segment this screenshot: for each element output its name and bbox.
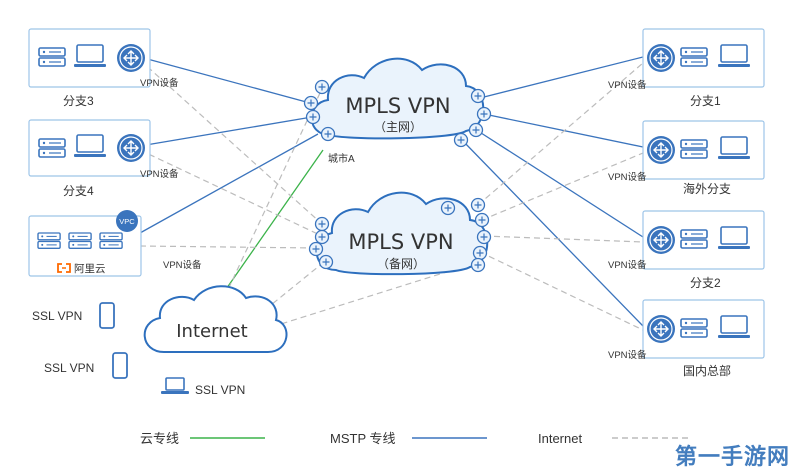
- ssl-client: SSL VPN: [44, 352, 128, 379]
- site-name: 分支3: [63, 94, 94, 108]
- phone-icon: [112, 352, 128, 379]
- router-icon: [646, 314, 676, 344]
- site-name: 分支1: [690, 94, 721, 108]
- site-aliyun: VPC 阿里云 VPN设备: [28, 210, 202, 277]
- site-name: 海外分支: [683, 181, 731, 196]
- cloud-title: MPLS VPN: [348, 230, 453, 254]
- node-icon: [314, 216, 330, 232]
- node-icon: [314, 229, 330, 245]
- cloud-line: [214, 149, 324, 306]
- mstp-line: [139, 133, 319, 234]
- device-label: VPN设备: [163, 259, 202, 271]
- vpc-badge: VPC: [119, 217, 135, 226]
- ssl-label: SSL VPN: [32, 309, 82, 323]
- router-icon: [646, 43, 676, 73]
- vpc-badge-icon: [116, 210, 138, 232]
- ssl-label: SSL VPN: [44, 361, 94, 375]
- legend-label-cloud-line: 云专线: [140, 431, 179, 446]
- router-icon: [646, 225, 676, 255]
- ssl-client: SSL VPN: [161, 377, 245, 397]
- device-label: VPN设备: [608, 171, 647, 183]
- site-overseas: 海外分支 VPN设备: [608, 120, 765, 196]
- node-icon: [440, 200, 456, 216]
- mstp-line: [139, 116, 313, 147]
- phone-icon: [99, 302, 115, 329]
- internet-line: [261, 261, 479, 331]
- site-branch4: 分支4 VPN设备: [28, 119, 179, 198]
- cloud-title: MPLS VPN: [345, 94, 450, 118]
- node-icon: [318, 254, 334, 270]
- cloud-title: Internet: [176, 321, 247, 342]
- cloud-subtitle: （主网）: [374, 120, 422, 134]
- internet-line: [483, 235, 644, 243]
- site-name: 分支4: [63, 184, 94, 198]
- site-name: 国内总部: [683, 363, 731, 378]
- city-label: 城市A: [328, 152, 355, 165]
- legend: 云专线 MSTP 专线 Internet: [140, 431, 690, 446]
- laptop-icon: [161, 377, 189, 394]
- internet-line: [479, 251, 644, 331]
- brand-label: 阿里云: [74, 263, 106, 275]
- legend-label-mstp: MSTP 专线: [330, 431, 396, 446]
- node-icon: [476, 106, 492, 122]
- node-icon: [474, 212, 490, 228]
- internet-line: [139, 59, 323, 225]
- node-icon: [470, 197, 486, 213]
- internet-line: [139, 245, 317, 249]
- device-label: VPN设备: [140, 168, 179, 180]
- internet-line: [224, 92, 321, 297]
- node-icon: [468, 122, 484, 138]
- legend-label-internet: Internet: [538, 431, 582, 446]
- ssl-client: SSL VPN: [32, 302, 115, 329]
- device-label: VPN设备: [140, 77, 179, 89]
- node-icon: [314, 79, 330, 95]
- connection-lines: [139, 56, 644, 331]
- device-label: VPN设备: [608, 79, 647, 91]
- node-icon: [470, 88, 486, 104]
- internet-line: [477, 62, 644, 206]
- cloud-mpls-main: MPLS VPN （主网） 城市A: [303, 57, 492, 165]
- router-icon: [116, 43, 146, 73]
- node-icon: [470, 257, 486, 273]
- node-icon: [305, 109, 321, 125]
- mstp-line: [479, 56, 644, 99]
- device-label: VPN设备: [608, 259, 647, 271]
- internet-line: [481, 152, 644, 221]
- site-branch2: 分支2 VPN设备: [608, 210, 765, 290]
- mstp-line: [483, 113, 644, 148]
- site-name: 分支2: [690, 276, 721, 290]
- cloud-mpls-backup: MPLS VPN （备网）: [308, 191, 492, 276]
- cloud-subtitle: （备网）: [377, 257, 425, 271]
- node-icon: [303, 95, 319, 111]
- site-hq: 国内总部 VPN设备: [608, 299, 765, 378]
- watermark-logo: 第一手游网: [674, 445, 790, 470]
- node-icon: [472, 245, 488, 261]
- device-label: VPN设备: [608, 349, 647, 361]
- site-branch1: 分支1 VPN设备: [608, 28, 765, 108]
- ssl-label: SSL VPN: [195, 383, 245, 397]
- mstp-line: [461, 139, 644, 327]
- site-branch3: 分支3 VPN设备: [28, 28, 179, 108]
- router-icon: [646, 135, 676, 165]
- aliyun-logo-icon: [57, 263, 71, 273]
- mstp-line: [139, 56, 311, 104]
- node-icon: [476, 229, 492, 245]
- internet-line: [139, 149, 323, 237]
- mstp-line: [477, 130, 644, 238]
- node-icon: [453, 132, 469, 148]
- node-icon: [308, 241, 324, 257]
- node-icon: [320, 126, 336, 142]
- router-icon: [116, 133, 146, 163]
- cloud-internet: Internet: [143, 285, 288, 353]
